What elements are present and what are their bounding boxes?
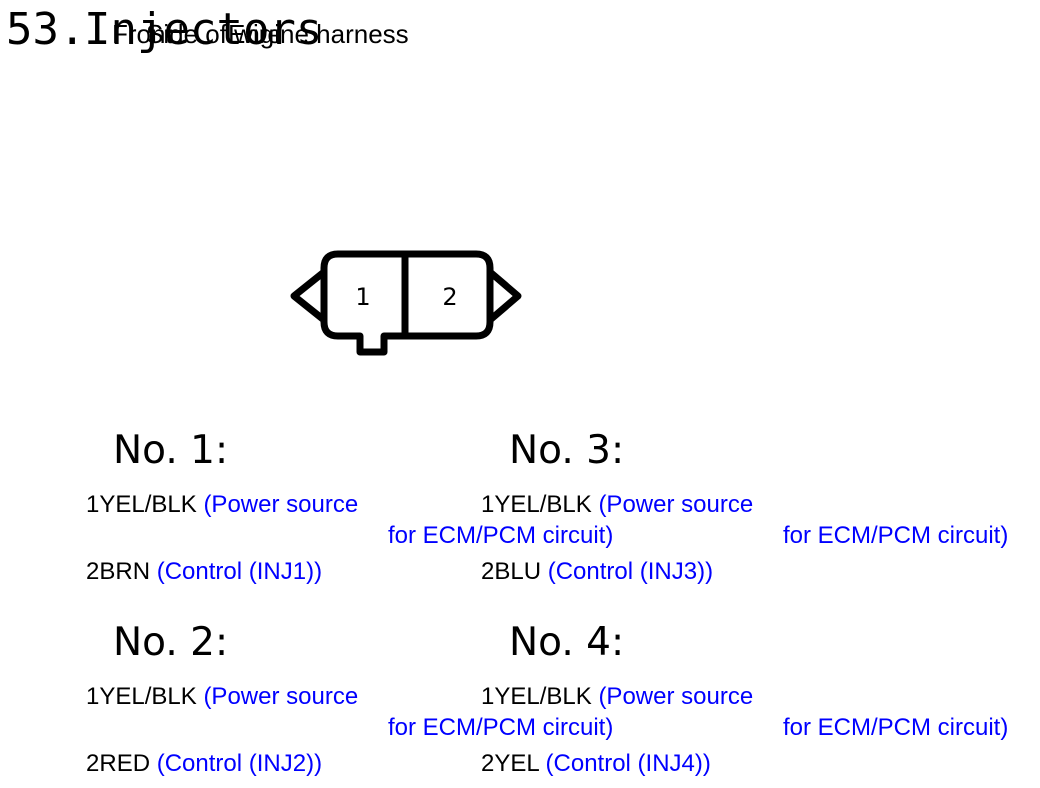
pin-description: (Control (INJ1)) — [156, 558, 323, 585]
wire-color: RED — [99, 750, 151, 777]
wire-color: YEL/BLK — [494, 683, 592, 710]
pin-number: 1 — [86, 683, 100, 710]
left-latch — [290, 269, 327, 323]
pin-number: 2 — [86, 750, 100, 777]
pin-1-label: 1 — [355, 283, 370, 311]
injector-2-row-2: 2RED (Control (INJ2)) — [86, 750, 322, 778]
injector-4-title: No. 4: — [509, 620, 625, 665]
injector-1-title: No. 1: — [113, 428, 229, 473]
pin-description: (Control (INJ3)) — [547, 558, 714, 585]
injector-3-row-1: 1YEL/BLK (Power source — [481, 491, 753, 519]
injector-3-row-1-desc-cont: for ECM/PCM circuit) — [783, 522, 1009, 549]
injector-4-row-1: 1YEL/BLK (Power source — [481, 683, 753, 711]
right-latch — [487, 269, 522, 323]
injector-3-row-2: 2BLU (Control (INJ3)) — [481, 558, 713, 586]
wire-color: BRN — [99, 558, 151, 585]
injector-2-row-1-desc-cont: for ECM/PCM circuit) — [388, 714, 614, 741]
injector-2-title: No. 2: — [113, 620, 229, 665]
pin-number: 1 — [481, 683, 495, 710]
pin-description: (Power source — [598, 491, 754, 518]
injector-4-row-2: 2YEL (Control (INJ4)) — [481, 750, 711, 778]
injector-1-row-1-desc-cont: for ECM/PCM circuit) — [388, 522, 614, 549]
pin-description: (Power source — [203, 491, 359, 518]
pin-number: 1 — [481, 491, 495, 518]
injector-3-title: No. 3: — [509, 428, 625, 473]
view-label-side-of-wire: Side of wire — [146, 19, 282, 49]
injector-4-row-1-desc-cont: for ECM/PCM circuit) — [783, 714, 1009, 741]
pin-number: 1 — [86, 491, 100, 518]
pin-description: (Control (INJ4)) — [545, 750, 711, 777]
pin-description: (Power source — [598, 683, 754, 710]
view-label-engine-harness: Engine harness — [228, 19, 409, 49]
pin-number: 2 — [481, 558, 495, 585]
page-title: Injectors — [84, 4, 323, 55]
pin-number: 2 — [86, 558, 100, 585]
wire-color: YEL/BLK — [494, 491, 592, 518]
wire-color: BLU — [494, 558, 542, 585]
injector-1-row-1: 1YEL/BLK (Power source — [86, 491, 358, 519]
injector-2-row-1: 1YEL/BLK (Power source — [86, 683, 358, 711]
injector-1-row-2: 2BRN (Control (INJ1)) — [86, 558, 322, 586]
wire-color: YEL/BLK — [99, 683, 197, 710]
connector-body — [320, 250, 494, 356]
wire-color: YEL — [494, 750, 539, 777]
connector-diagram: 1 2 — [290, 250, 522, 356]
view-label-front: Front — [112, 19, 173, 49]
page-number: 53. — [6, 4, 86, 55]
pin-2-label: 2 — [442, 283, 457, 311]
pin-description: (Power source — [203, 683, 359, 710]
wire-color: YEL/BLK — [99, 491, 197, 518]
pin-description: (Control (INJ2)) — [156, 750, 323, 777]
pin-number: 2 — [481, 750, 495, 777]
